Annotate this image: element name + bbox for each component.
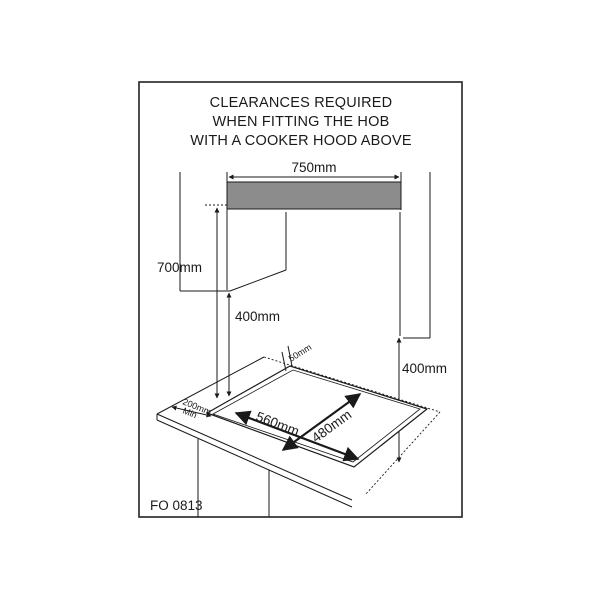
base-cabinet bbox=[197, 439, 270, 517]
right-wall-cabinet bbox=[403, 172, 431, 339]
right-clearance-label: 400mm bbox=[402, 361, 447, 376]
cabinet-height-dimension: 700mm bbox=[157, 204, 228, 399]
hood-width-label: 750mm bbox=[291, 160, 336, 175]
title-line-1: CLEARANCES REQUIRED bbox=[210, 95, 393, 111]
title-line-2: WHEN FITTING THE HOB bbox=[213, 114, 390, 130]
left-clearance-label: 400mm bbox=[235, 309, 280, 324]
figure-code: FO 0813 bbox=[150, 498, 203, 513]
cooker-hood bbox=[226, 181, 402, 290]
left-wall-cabinet bbox=[179, 172, 287, 292]
cabinet-height-label: 700mm bbox=[157, 260, 202, 275]
hood-width-dimension: 750mm bbox=[226, 160, 402, 182]
right-clearance-dimension: 400mm bbox=[396, 212, 447, 463]
left-clearance-dimension: 400mm bbox=[226, 292, 280, 397]
title-line-3: WITH A COOKER HOOD ABOVE bbox=[190, 133, 412, 149]
